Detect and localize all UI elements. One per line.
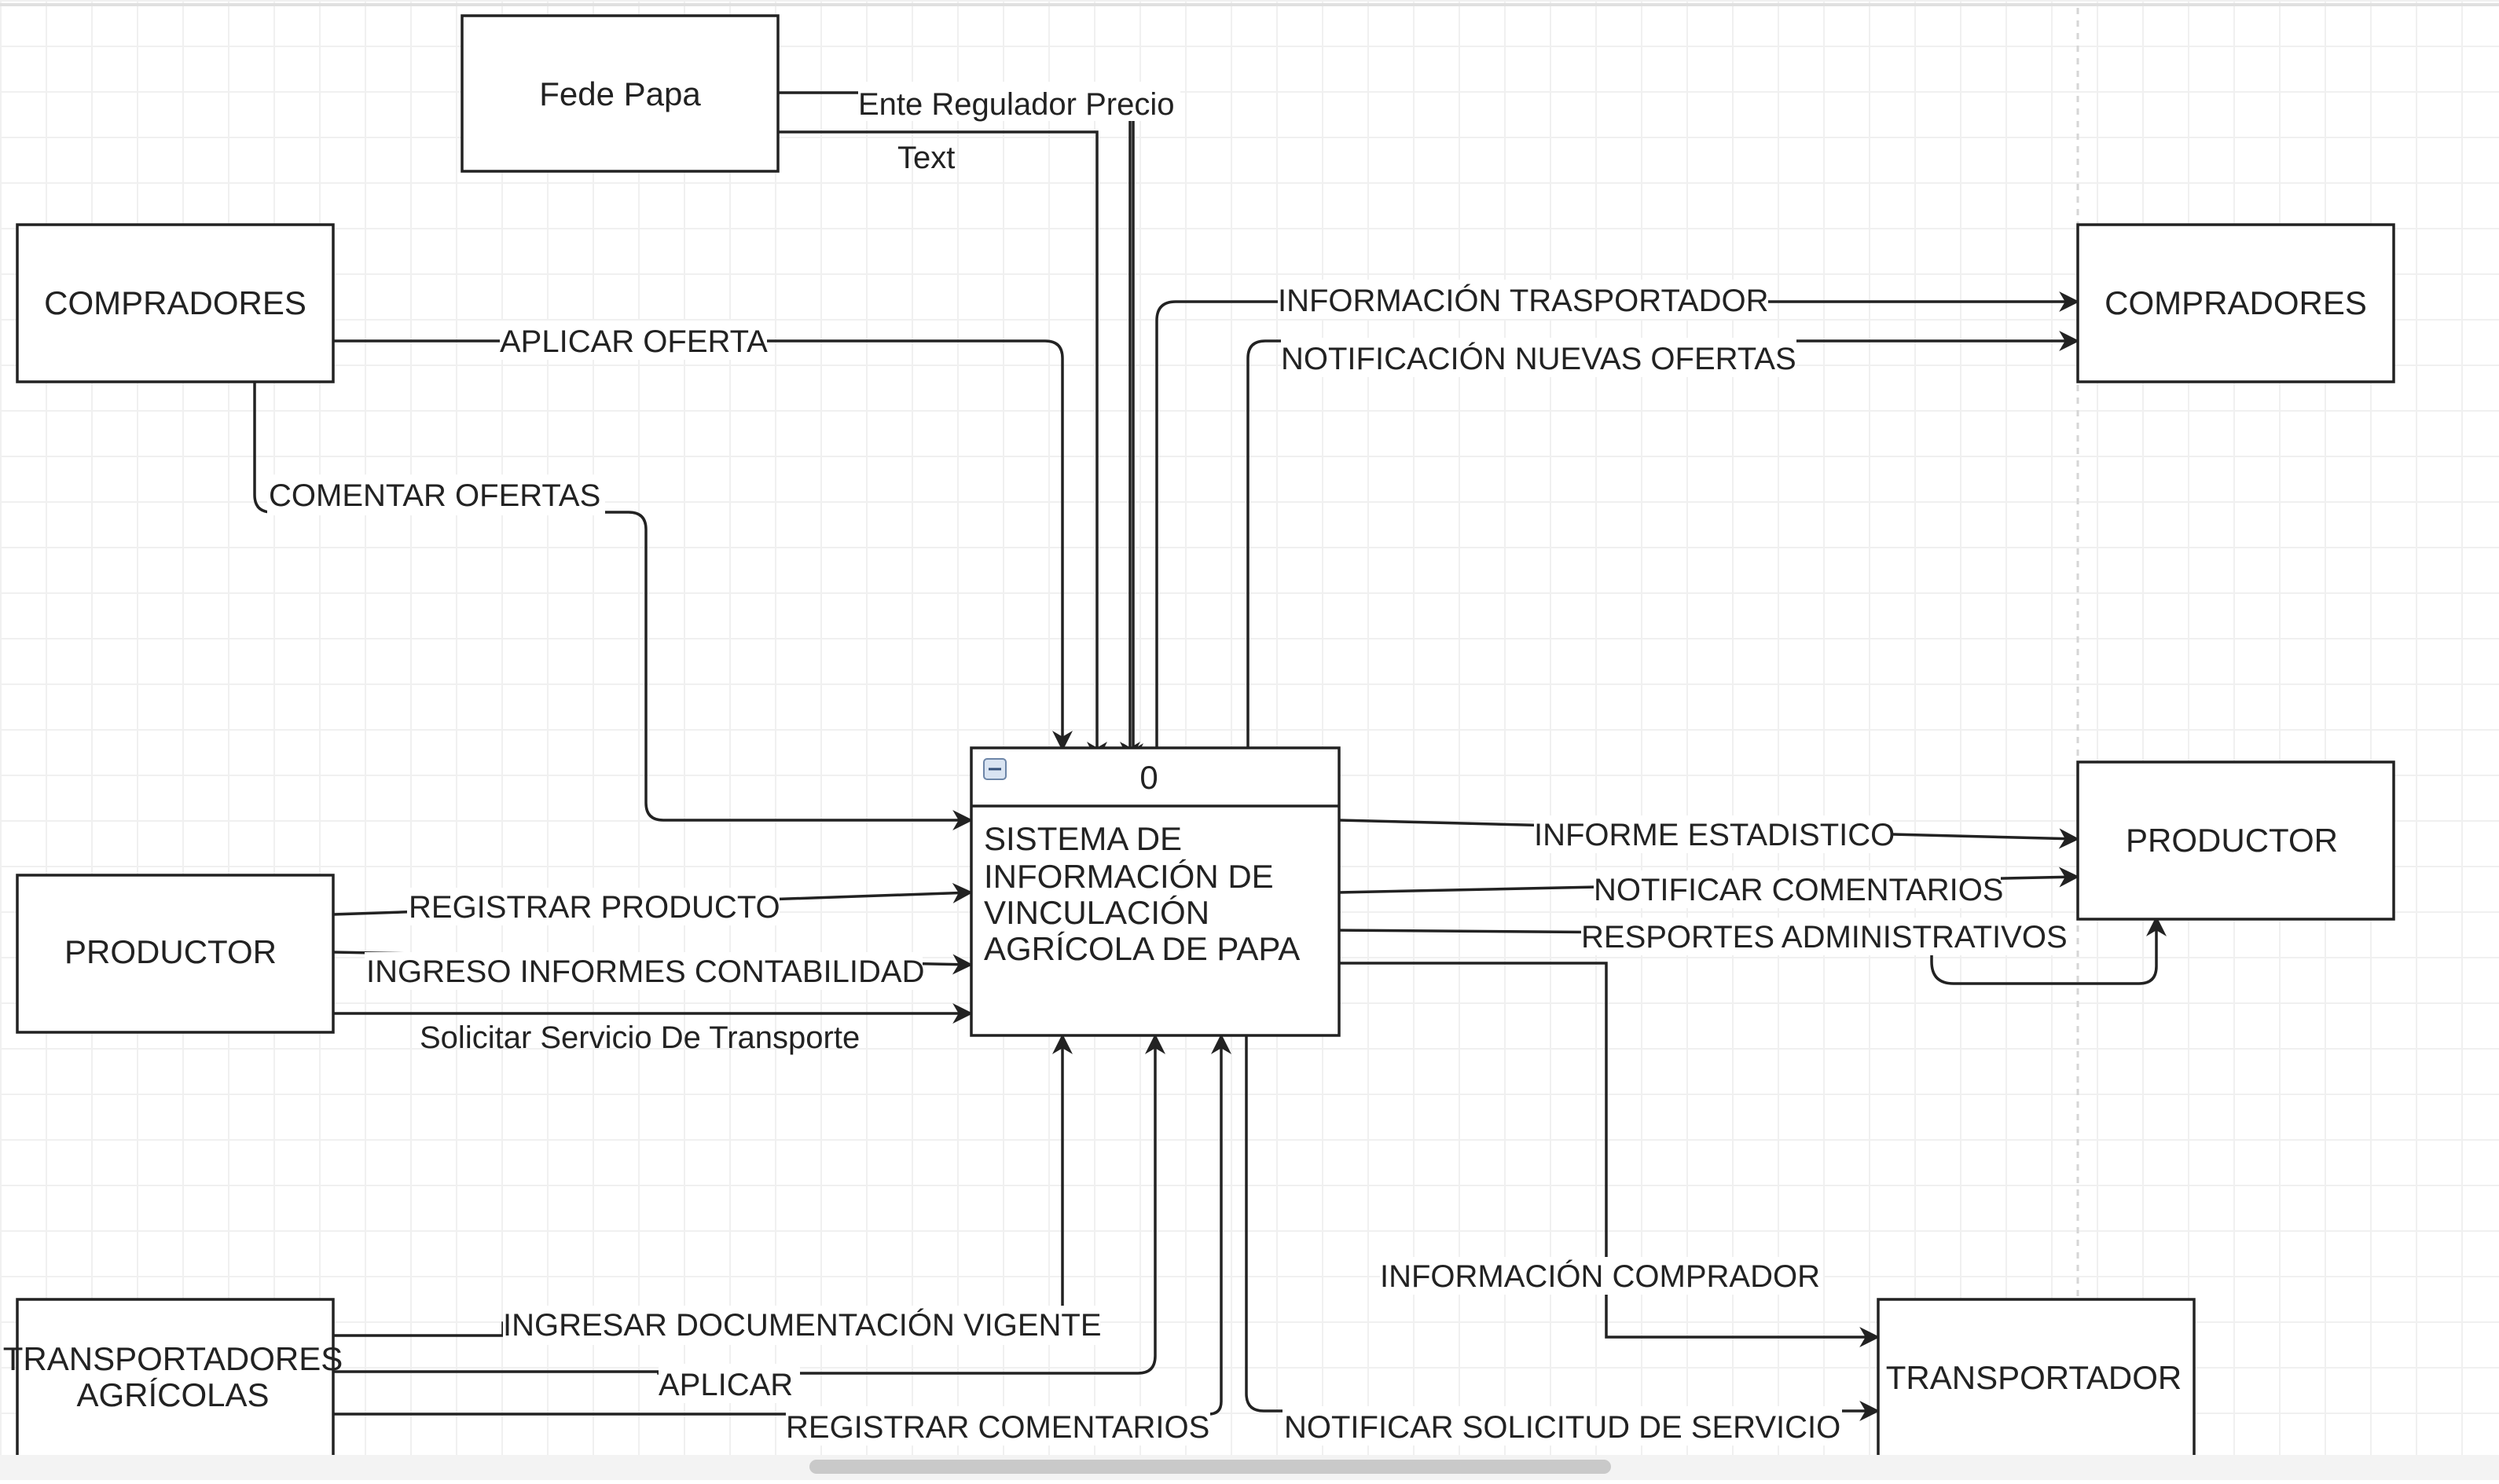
flow-ingresar-documentacion[interactable] [333,1033,1073,1337]
entity-compradores-right[interactable]: COMPRADORES [2076,223,2395,383]
entity-compradores-right-label: COMPRADORES [2105,284,2367,321]
label-ingreso-informes[interactable]: INGRESO INFORMES CONTABILIDAD [366,955,924,989]
entity-compradores-left-label: COMPRADORES [44,284,306,321]
entity-transportadores-label-line1: TRANSPORTADORES [3,1340,343,1377]
minus-square-icon[interactable] [983,758,1007,780]
label-informe-estadistico[interactable]: INFORME ESTADISTICO [1534,818,1895,852]
entity-compradores-left[interactable]: COMPRADORES [16,223,335,383]
label-ente-regulador[interactable]: Ente Regulador Precio [858,87,1174,122]
entity-fede-papa[interactable]: Fede Papa [461,14,780,173]
flow-text[interactable] [778,130,1107,763]
entity-productor-left-label: PRODUCTOR [64,933,277,970]
flow-notificacion-nuevas-ofertas[interactable] [1246,331,2080,748]
process-title-line4: AGRÍCOLA DE PAPA [984,930,1300,967]
entity-fede-papa-label: Fede Papa [539,75,701,112]
label-text[interactable]: Text [897,141,955,175]
label-registrar-producto[interactable]: REGISTRAR PRODUCTO [409,890,780,925]
process-0[interactable]: 0 SISTEMA DE INFORMACIÓN DE VINCULACIÓN … [970,746,1341,1037]
entity-productor-left[interactable]: PRODUCTOR [16,874,335,1034]
horizontal-scrollbar-thumb[interactable] [809,1460,1611,1474]
label-solicitar-servicio[interactable]: Solicitar Servicio De Transporte [420,1020,860,1055]
entity-productor-right-label: PRODUCTOR [2126,822,2338,859]
label-notificar-solicitud[interactable]: NOTIFICAR SOLICITUD DE SERVICIO [1284,1410,1840,1445]
flow-aplicar-oferta[interactable] [332,339,1073,752]
label-aplicar[interactable]: APLICAR [659,1368,793,1402]
entity-transportador-right[interactable]: TRANSPORTADOR [1877,1298,2196,1458]
process-number: 0 [1139,759,1158,796]
flow-labels: Ente Regulador Precio Text APLICAR OFERT… [267,82,2068,1446]
label-comentar-ofertas[interactable]: COMENTAR OFERTAS [269,478,600,513]
flow-resportes-administrativos[interactable] [1329,915,2167,985]
process-title-line3: VINCULACIÓN [984,894,1209,931]
flow-comentar-ofertas[interactable] [253,382,974,830]
flow-ente-regulador[interactable] [778,91,1133,760]
entity-transportador-right-label: TRANSPORTADOR [1886,1359,2182,1396]
label-informacion-comprador[interactable]: INFORMACIÓN COMPRADOR [1380,1259,1820,1294]
flow-informacion-trasportador[interactable] [1155,291,2080,748]
flow-registrar-comentarios[interactable] [333,1033,1231,1416]
entity-transportadores-agricolas[interactable]: TRANSPORTADORES AGRÍCOLAS [3,1298,343,1458]
flow-informacion-comprador[interactable] [1339,962,1881,1347]
label-informacion-trasportador[interactable]: INFORMACIÓN TRASPORTADOR [1278,283,1769,318]
label-aplicar-oferta[interactable]: APLICAR OFERTA [500,324,768,359]
flow-notificar-solicitud[interactable] [1245,1035,1881,1421]
label-registrar-comentarios[interactable]: REGISTRAR COMENTARIOS [786,1410,1209,1445]
label-resportes-administrativos[interactable]: RESPORTES ADMINISTRATIVOS [1581,920,2068,955]
label-ingresar-documentacion[interactable]: INGRESAR DOCUMENTACIÓN VIGENTE [503,1307,1102,1343]
entity-transportadores-label-line2: AGRÍCOLAS [76,1376,269,1413]
label-notificacion-nuevas-ofertas[interactable]: NOTIFICACIÓN NUEVAS OFERTAS [1281,341,1796,376]
process-title-line1: SISTEMA DE [984,820,1182,857]
entity-productor-right[interactable]: PRODUCTOR [2076,760,2395,921]
flow-aplicar[interactable] [333,1033,1165,1375]
process-title-line2: INFORMACIÓN DE [984,858,1274,895]
label-notificar-comentarios[interactable]: NOTIFICAR COMENTARIOS [1594,873,2003,907]
